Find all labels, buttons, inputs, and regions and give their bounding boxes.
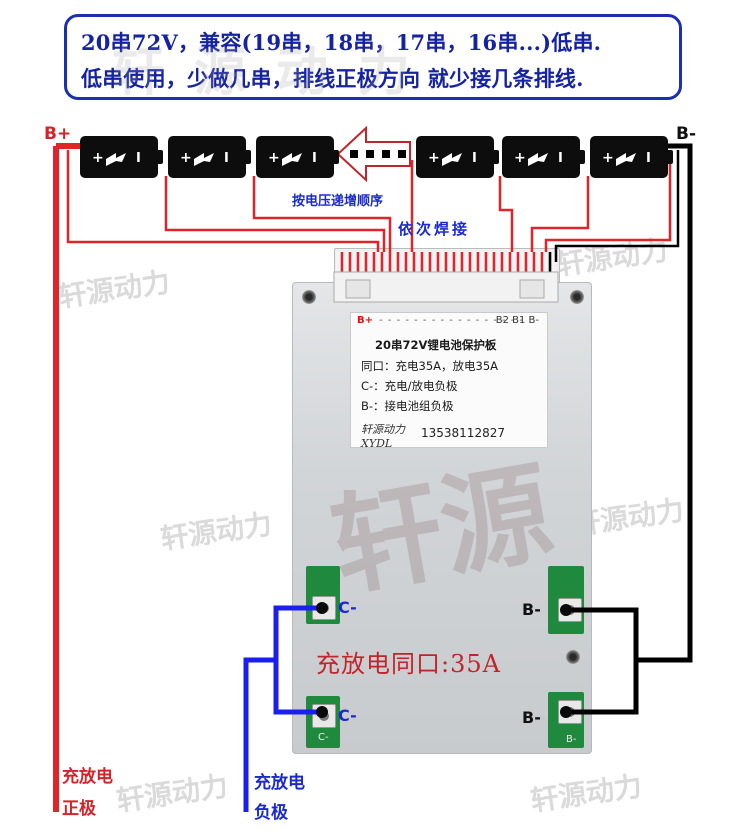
label-negative-1: 充放电	[254, 773, 305, 793]
note-line-1: 20串72V，兼容(19串，18串，17串，16串...)低串.	[81, 30, 602, 55]
connector-latch-right	[519, 279, 545, 299]
card-bminus-desc: B-：接电池组负极	[361, 399, 454, 413]
port-rating: 充放电同口:35A	[316, 650, 501, 678]
c-terminal-top-dot	[316, 602, 328, 614]
card-dots: - - - - - - - - - - - - - - - - -	[379, 315, 525, 326]
card-logo-abbr: XYDL	[361, 437, 393, 450]
b-terminal-bottom-dot	[560, 706, 572, 718]
instruction-note: 20串72V，兼容(19串，18串，17串，16串...)低串. 低串使用，少做…	[64, 14, 682, 100]
cell-plus-1: +	[92, 150, 104, 166]
battery-symbol-icon: + I	[514, 150, 563, 166]
battery-cell-5: + I	[502, 136, 585, 178]
c-terminal-bottom-dot	[316, 706, 328, 718]
label-c-minus-bottom: C-	[338, 706, 357, 725]
card-title: 20串72V锂电池保护板	[375, 338, 497, 352]
cell-minus-6: I	[646, 151, 651, 166]
balance-wire-3	[252, 176, 392, 262]
battery-symbol-icon: + I	[180, 150, 229, 166]
bminus-balance-black	[554, 150, 680, 262]
cell-plus-4: +	[428, 150, 440, 166]
cell-plus-2: +	[180, 150, 192, 166]
bminus-main-wire	[636, 143, 693, 663]
label-order: 按电压递增顺序	[292, 194, 384, 209]
cell-plus-3: +	[268, 150, 280, 166]
mount-hole-mr	[566, 650, 580, 664]
b-terminal-top-dot	[560, 604, 572, 616]
battery-symbol-icon: + I	[92, 150, 141, 166]
bminus-to-pad-top	[566, 607, 639, 715]
cell-minus-4: I	[472, 151, 477, 166]
cell-minus-3: I	[312, 151, 317, 166]
battery-cell-3: + I	[256, 136, 339, 178]
battery-symbol-icon: + I	[268, 150, 317, 166]
battery-cell-6: + I	[590, 136, 673, 178]
label-positive-2: 正极	[62, 799, 96, 819]
cell-minus-2: I	[224, 151, 229, 166]
mount-hole-tr	[570, 290, 584, 304]
ellipsis-dots-icon	[350, 150, 406, 158]
battery-symbol-icon: + I	[428, 150, 477, 166]
note-line-2: 低串使用，少做几串，排线正极方向 就少接几条排线.	[81, 66, 584, 91]
mount-hole-tl	[302, 290, 316, 304]
cell-plus-6: +	[602, 150, 614, 166]
pad-b-mini-label: B-	[566, 734, 577, 745]
balance-wire-6	[530, 176, 590, 262]
label-b-minus-top: B-	[522, 600, 541, 619]
negative-to-pad-bottom	[273, 660, 322, 715]
card-bplus: B+	[357, 315, 374, 326]
cell-minus-5: I	[558, 151, 563, 166]
battery-cell-2: + I	[168, 136, 251, 178]
label-b-minus-bottom: B-	[522, 708, 541, 727]
battery-symbol-icon: + I	[602, 150, 651, 166]
label-positive-1: 充放电	[62, 767, 113, 787]
watermark-top: 轩源动力	[112, 43, 441, 103]
card-terminal-row: B+ - - - - - - - - - - - - - - - - - B2 …	[357, 315, 541, 329]
label-bplus: B+	[44, 124, 72, 144]
cell-plus-5: +	[514, 150, 526, 166]
card-cminus: C-：充电/放电负极	[361, 379, 458, 393]
label-c-minus-top: C-	[338, 598, 357, 617]
connector-latch-left	[345, 279, 371, 299]
card-logo-text: 轩源动力	[361, 423, 405, 436]
card-bminus: B2 B1 B-	[495, 315, 539, 326]
balance-wire-5	[498, 176, 514, 262]
balance-wire-2	[164, 176, 386, 262]
cell-minus-1: I	[136, 151, 141, 166]
card-logo: 轩源动力 XYDL	[361, 421, 405, 450]
battery-cell-1: + I	[80, 136, 163, 178]
label-weld: 依次焊接	[398, 220, 471, 238]
battery-cell-4: + I	[416, 136, 499, 178]
label-bminus-top: B-	[676, 124, 697, 144]
card-phone: 13538112827	[421, 426, 505, 440]
board-label-card: B+ - - - - - - - - - - - - - - - - - B2 …	[350, 312, 548, 450]
label-negative-2: 负极	[254, 803, 288, 823]
card-spec: 同口：充电35A，放电35A	[361, 359, 498, 373]
pad-c-mini-label: C-	[318, 732, 329, 743]
